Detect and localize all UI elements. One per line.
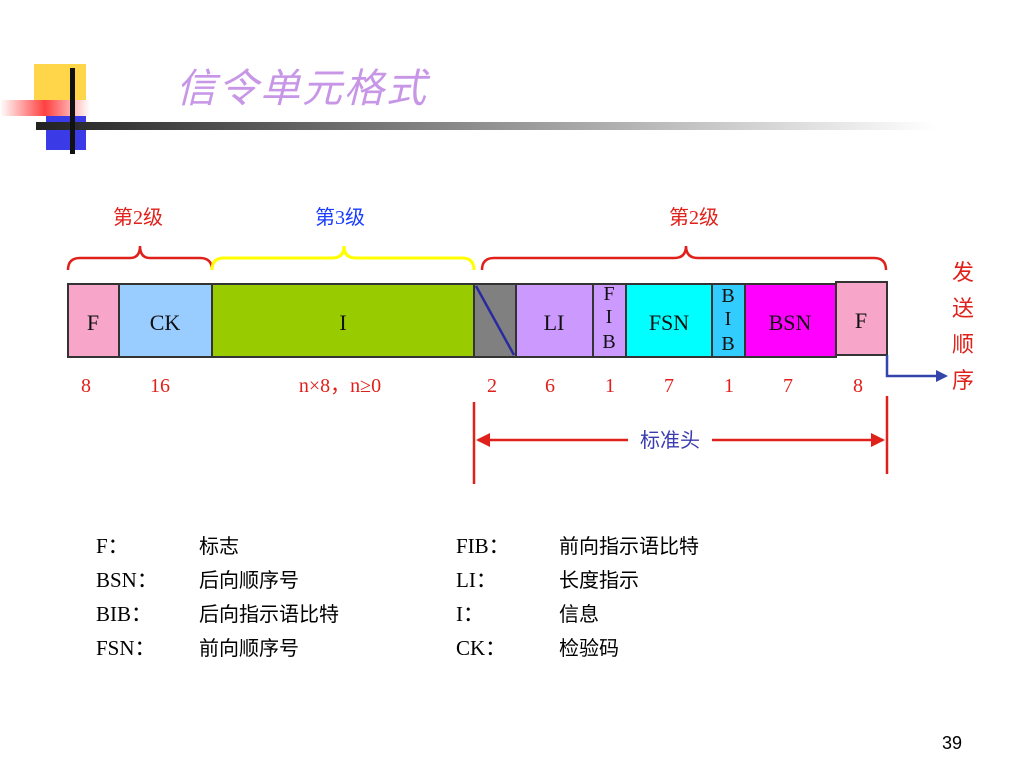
bits-info: n×8，n≥0 xyxy=(299,375,381,397)
bits-ck: 16 xyxy=(150,375,170,397)
header-label: 标准头 xyxy=(640,429,700,452)
field-fib xyxy=(592,283,627,358)
level-label-middle: 第3级 xyxy=(315,206,365,229)
send-order-arrowhead xyxy=(936,370,948,382)
page-number: 39 xyxy=(941,733,962,753)
bits-spare: 2 xyxy=(487,375,497,397)
bits-li: 6 xyxy=(545,375,555,397)
bits-fsn: 7 xyxy=(664,375,674,397)
deco-horizontal-line xyxy=(36,122,936,130)
field-flag-left-label: F xyxy=(87,310,99,335)
deco-red-band xyxy=(0,100,90,116)
header-span-arrow-left xyxy=(476,433,490,447)
field-fsn-label: FSN xyxy=(649,310,689,335)
legend-item: I：信息 xyxy=(456,602,599,626)
level-label-left: 第2级 xyxy=(113,206,163,229)
field-fib-label-3: B xyxy=(602,331,615,353)
bits-flag-left: 8 xyxy=(81,375,91,397)
legend-item: FIB：前向指示语比特 xyxy=(456,534,699,558)
title-decoration xyxy=(0,64,936,154)
legend-left: F：标志 BSN：后向顺序号 BIB：后向指示语比特 FSN：前向顺序号 xyxy=(96,530,339,666)
field-spare-diagonal xyxy=(474,285,516,356)
field-flag-left xyxy=(67,283,120,358)
brace-level3 xyxy=(210,245,476,271)
field-info-label: I xyxy=(339,310,346,335)
send-order-char-4: 序 xyxy=(952,368,974,393)
legend-item: CK：检验码 xyxy=(456,636,619,660)
bits-fib: 1 xyxy=(605,375,615,397)
field-bib-label-3: B xyxy=(721,333,734,355)
send-order-char-1: 发 xyxy=(952,260,974,285)
legend-item: F：标志 xyxy=(96,534,239,558)
legend-item: BIB：后向指示语比特 xyxy=(96,602,339,626)
field-li-label: LI xyxy=(544,310,565,335)
signal-unit-diagram: 第2级 第3级 第2级 F CK I LI F I B FSN B I B BS… xyxy=(66,206,974,484)
bits-flag-right: 8 xyxy=(853,375,863,397)
field-fib-label-1: F xyxy=(603,283,614,305)
field-flag-right-label: F xyxy=(855,308,867,333)
field-flag-right xyxy=(835,281,888,356)
legend-item: BSN：后向顺序号 xyxy=(96,568,299,592)
brace-level2-right xyxy=(480,245,888,271)
header-span-arrow-right xyxy=(871,433,885,447)
brace-level2-left xyxy=(66,245,214,271)
bits-bsn: 7 xyxy=(783,375,793,397)
field-ck-label: CK xyxy=(150,310,181,335)
field-bib-label-2: I xyxy=(725,308,732,330)
field-bsn-label: BSN xyxy=(769,310,812,335)
field-bib-label-1: B xyxy=(721,285,734,307)
field-li xyxy=(515,283,594,358)
page-title: 信令单元格式 xyxy=(176,66,428,112)
field-bsn xyxy=(744,283,837,358)
send-order-char-2: 送 xyxy=(952,296,974,321)
field-fib-label-2: I xyxy=(606,306,613,328)
deco-vertical-line xyxy=(70,68,75,154)
bits-bib: 1 xyxy=(724,375,734,397)
send-order-arrow xyxy=(885,355,938,378)
legend-item: FSN：前向顺序号 xyxy=(96,636,299,660)
send-order-char-3: 顺 xyxy=(952,332,974,357)
legend-right: FIB：前向指示语比特 LI：长度指示 I：信息 CK：检验码 xyxy=(456,530,699,666)
legend-item: LI：长度指示 xyxy=(456,568,639,592)
level-label-right: 第2级 xyxy=(669,206,719,229)
